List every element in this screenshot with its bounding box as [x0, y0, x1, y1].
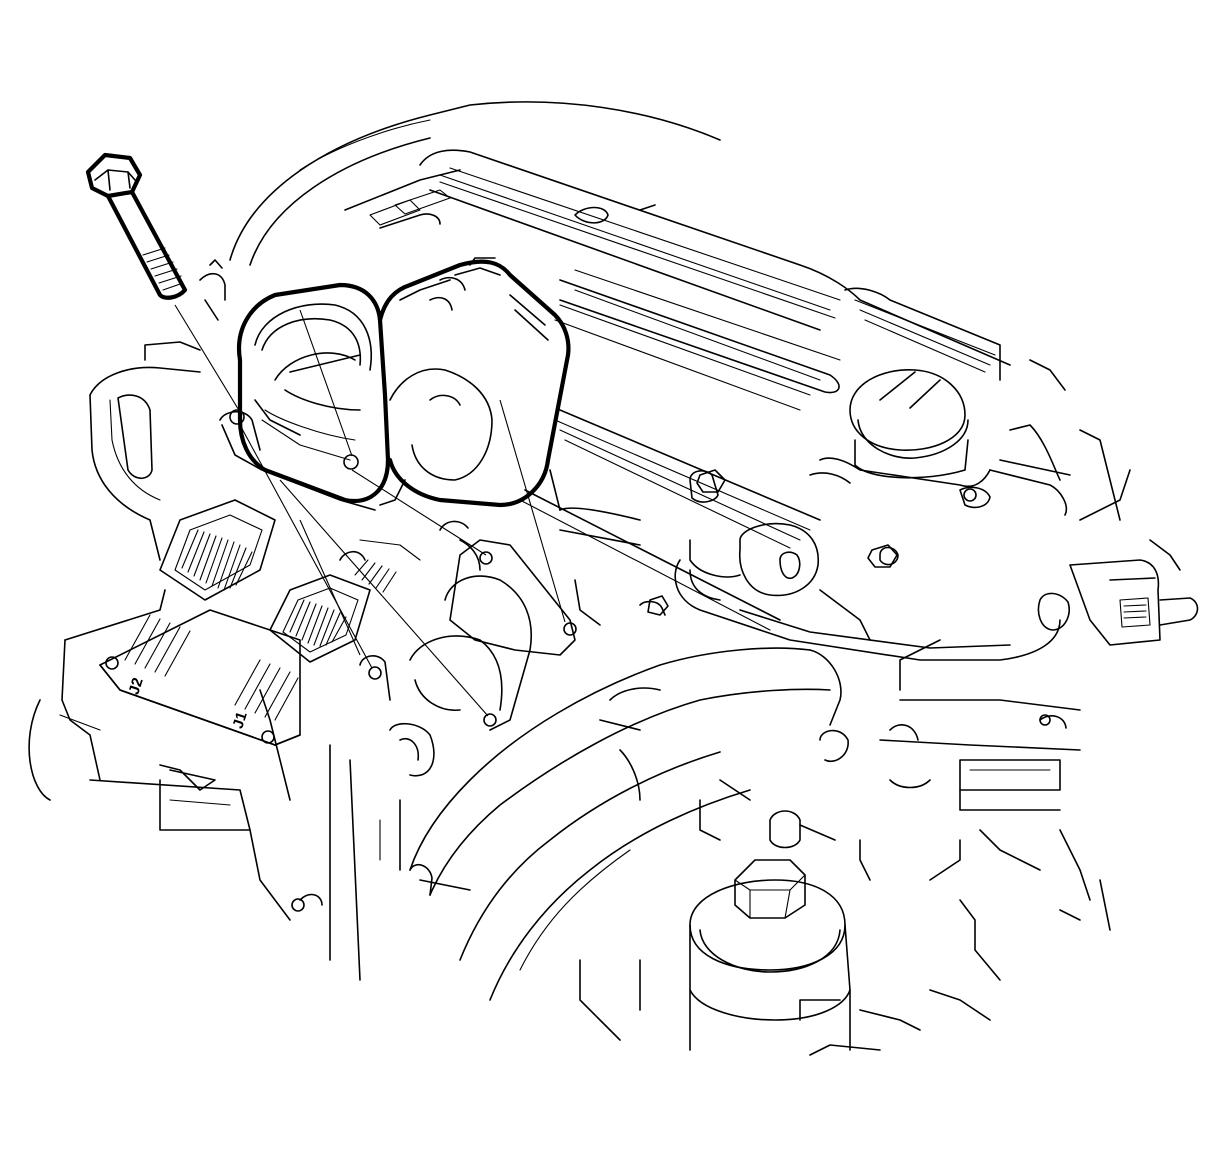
- bolt-alignment-lines: [174, 304, 566, 717]
- gasket-bolt-hole-icon: [368, 666, 382, 680]
- ecm-connector-block: J2 J1: [99, 499, 371, 791]
- misc-engine-lines: [199, 259, 751, 981]
- gasket-bolt-hole-icon: [563, 622, 577, 636]
- cooling-fins-right: [234, 659, 299, 721]
- lower-right-housing: [579, 639, 1111, 1056]
- throttle-body: [219, 257, 571, 511]
- cooling-fins-left: [124, 614, 191, 677]
- connector-ribs-upper: [181, 529, 253, 591]
- mounting-hole-icon: [105, 656, 119, 670]
- engine-block-outline: [28, 101, 721, 921]
- connector-label-j2: J2: [125, 676, 146, 697]
- valve-cover: [344, 149, 1011, 631]
- right-side-sensor-connector: [1029, 359, 1199, 646]
- throttle-body-bolt-hole-icon: [229, 409, 245, 425]
- throttle-body-bolt: [85, 152, 188, 300]
- oil-filter-cap: [689, 810, 851, 1051]
- oil-fill-cap: [849, 369, 969, 479]
- gasket-bolt-hole-icon: [483, 713, 497, 727]
- gasket-bolt-hole-icon: [479, 551, 493, 565]
- fuel-rail-and-hoses: [559, 424, 1071, 661]
- gasket-ribs: [354, 559, 397, 593]
- connector-ribs-lower: [289, 599, 347, 647]
- connector-label-j1: J1: [229, 710, 250, 731]
- misc-fasteners: [291, 469, 1051, 912]
- throttle-body-bolt-hole-icon: [343, 454, 359, 470]
- throttle-body-gasket: [339, 539, 577, 731]
- intake-air-duct: [389, 647, 842, 1001]
